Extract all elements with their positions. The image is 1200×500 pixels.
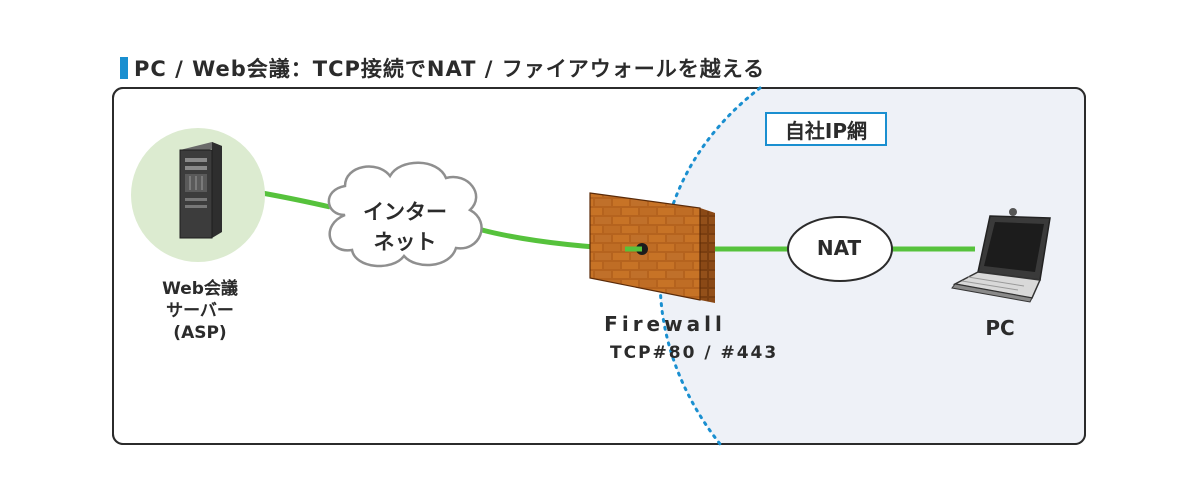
laptop-icon: [951, 208, 1051, 303]
server-tower-icon: [179, 142, 222, 239]
link-server-internet: [261, 190, 331, 210]
server-label-line2: サーバー: [166, 301, 234, 321]
nat-label: NAT: [816, 236, 862, 260]
diagram-title: PC / Web会議：TCP接続でNAT / ファイアウォールを越える: [120, 55, 765, 81]
firewall-label: Firewall: [604, 312, 726, 336]
pc-label: PC: [985, 316, 1015, 340]
intranet-label-box: 自社IP網: [765, 112, 887, 146]
title-accent-bar: [120, 57, 128, 79]
internet-label-line2: ネット: [373, 230, 437, 254]
internet-label: インター ネット: [330, 197, 480, 257]
internet-label-line1: インター: [363, 200, 447, 224]
cloud-icon: [327, 161, 483, 268]
server-label-line1: Web会議: [162, 279, 238, 299]
server-label-line3: (ASP): [173, 323, 227, 343]
server-label: Web会議 サーバー (ASP): [130, 278, 270, 344]
nat-ellipse: [787, 216, 893, 282]
firewall-ports-label: TCP#80 / #443: [610, 343, 779, 363]
brick-wall-icon: [589, 192, 715, 303]
intranet-label: 自社IP網: [784, 118, 868, 143]
title-text: PC / Web会議：TCP接続でNAT / ファイアウォールを越える: [134, 57, 766, 81]
